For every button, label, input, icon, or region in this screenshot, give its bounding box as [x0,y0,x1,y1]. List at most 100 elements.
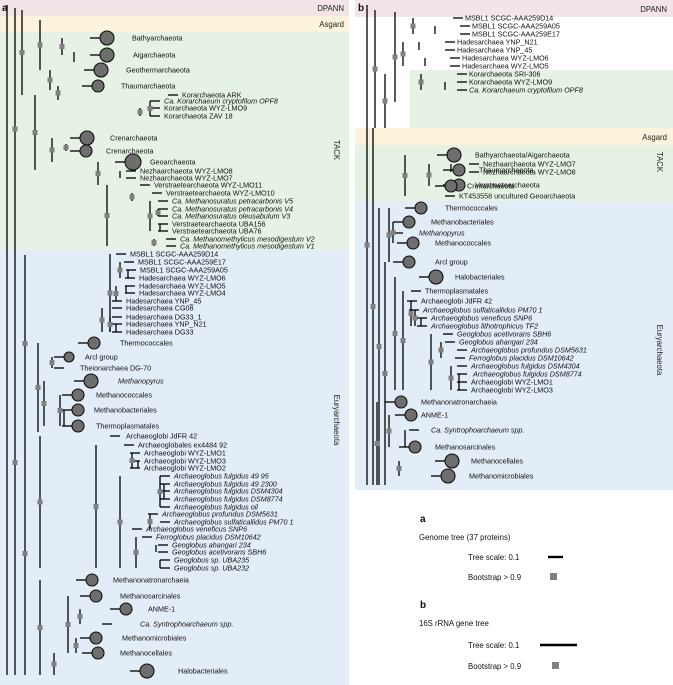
collapsed-clade-node [71,419,85,433]
leaf-label: Archaeoglobus veneficus SNP6 [430,314,532,323]
leaf-label: Archaeoglobi WYZ-LMO3 [144,457,226,466]
collapsed-clade-node [93,62,109,78]
leaf-label: Hadesarchaea DG33 [126,328,194,337]
leaf-label: Archaeoglobus fulgidus DSM4304 [173,487,283,496]
leaf-label: Korarchaeota WYZ-LMO9 [164,104,247,113]
leaf-label: Ca. Methanosuratus oleusabulum V3 [172,212,290,221]
bootstrap-square [400,51,406,57]
leaf-label: Hadesarchaea YNP_N21 [126,320,207,329]
leaf-label: Ca. Methanomethylicus mesodigestum V2 [180,235,315,244]
leaf-label: Geoglobus sp. UBA235 [174,556,250,565]
euryarchaeota-band-b [355,201,673,490]
collapsed-clade-node [402,215,416,229]
bootstrap-square [37,499,43,505]
leaf-label: Archaeoglobus veneficus SNP6 [145,525,247,534]
leaf-label: Methanomicrobiales [122,634,187,643]
bootstrap-square [133,550,139,555]
leaf-label: Archaeoglobi JdFR 42 [421,297,492,306]
leaf-label: Verstraetearchaeota WYZ-LMO11 [154,181,262,190]
bootstrap-square [117,267,123,273]
legend-a-label: a [420,514,426,525]
leaf-label: Bathyarchaeota [132,34,182,43]
collapsed-clade-node [85,573,99,587]
bootstrap-square [12,126,18,132]
bootstrap-square [400,338,406,343]
leaf-label: MSBL1 SCGC-AAA259A05 [472,22,560,31]
leaf-label: Korarchaeota ARK [182,91,242,100]
leaf-label: Methanosarcinales [120,592,181,601]
bootstrap-square [390,230,396,235]
bootstrap-square [426,172,432,178]
leaf-label: ANME-1 [148,605,175,614]
collapsed-clade-node [402,255,416,269]
leaf-label: Methanobacteriales [431,218,494,227]
leaf-label: Hadesarchaea YNP_45 [126,297,201,306]
collapsed-clade-node [71,403,85,417]
panel-a-svg: a DPANN Asgard TACK Euryarchaeota Bathya… [0,0,349,685]
bootstrap-square [410,23,416,29]
leaf-label: Nezhaarchaeota WYZ-LMO7 [140,174,233,183]
bootstrap-square [77,614,83,619]
legend-b-scale: Tree scale: 0.1 [468,641,519,650]
tack-band-b [355,145,673,201]
leaf-label: Halobacteriales [455,273,505,282]
leaf-label: Hadesarchaea WYZ-LMO6 [139,274,226,283]
leaf-label: Methanopyrus [118,377,164,386]
panel-b-svg: b DPANN Asgard TACK Euryarchaeota MSBL1 … [355,0,673,490]
bootstrap-square [370,304,376,309]
bootstrap-square [396,466,402,471]
bootstrap-square [129,458,135,463]
leaf-label: Bathyarchaeota/Aigarchaeota [475,151,570,160]
asgard-band [0,16,349,32]
legend-a-scale: Tree scale: 0.1 [468,553,519,562]
bootstrap-square [55,90,61,96]
bootstrap-square [63,145,69,150]
leaf-label: Thermococcales [445,204,498,213]
legend-b-bootstrap-square [552,662,559,669]
leaf-label: Geoarchaeota [150,158,196,167]
leaf-label: Methanomicrobiales [469,472,534,481]
bootstrap-square [59,44,65,49]
leaf-label: Hadesarchaea DG33_1 [126,313,202,322]
collapsed-clade-node [446,147,462,163]
leaf-label: Methanonatronarchaeia [421,398,497,407]
bootstrap-square [147,106,153,111]
collapsed-clade-node [444,453,460,469]
collapsed-clade-node [444,179,458,193]
leaf-label: Hadesarchaea WYZ-LMO5 [139,282,226,291]
leaf-label: Archaeoglobi WYZ-LMO1 [144,449,226,458]
leaf-label: Hadesarchaea YNP_45 [457,46,532,55]
group-label-tack: TACK [332,140,341,161]
leaf-label: Geoglobus ahangari 234 [459,338,538,347]
collapsed-clade-node [89,631,103,645]
leaf-label: Ca. Syntrophoarchaeum spp. [140,620,234,629]
bootstrap-square [386,232,392,238]
bootstrap-square [113,291,119,296]
leaf-label: Thermoplasmatales [96,422,160,431]
leaf-label: Crenarchaeota [467,182,515,191]
leaf-label: ANME-1 [421,411,448,420]
collapsed-clade-node [89,589,103,603]
leaf-label: Archaeoglobi JdFR 42 [126,432,197,441]
panel-b-label: b [358,3,364,14]
leaf-label: MSBL1 SCGC-AAA259D14 [465,14,553,23]
bootstrap-square [107,322,113,327]
legend-b-title: 16S rRNA gene tree [419,619,489,628]
group-label-tack-b: TACK [655,152,664,173]
panel-b-16s-tree: b DPANN Asgard TACK Euryarchaeota MSBL1 … [355,0,673,490]
bootstrap-square [408,311,414,316]
bootstrap-square [104,213,110,218]
leaf-label: Ca. Korarchaeum cryptofilum OPF8 [469,86,583,95]
bootstrap-square [376,344,382,349]
leaf-label: Archaeoglobus sulfaticallidus PM70 1 [173,518,293,527]
leaf-label: Hadesarchaea WYZ-LMO5 [462,62,549,71]
leaf-label: Methanocellales [120,649,172,658]
leaf-label: Nezhaarchaeota WYZ-LMO8 [483,168,576,177]
bootstrap-square [47,77,53,83]
bootstrap-square [12,460,18,465]
bootstrap-square [147,519,153,524]
collapsed-clade-node [414,201,428,215]
bootstrap-square [65,622,71,627]
bootstrap-square [37,625,43,630]
legend: a Genome tree (37 proteins) Tree scale: … [355,500,673,685]
